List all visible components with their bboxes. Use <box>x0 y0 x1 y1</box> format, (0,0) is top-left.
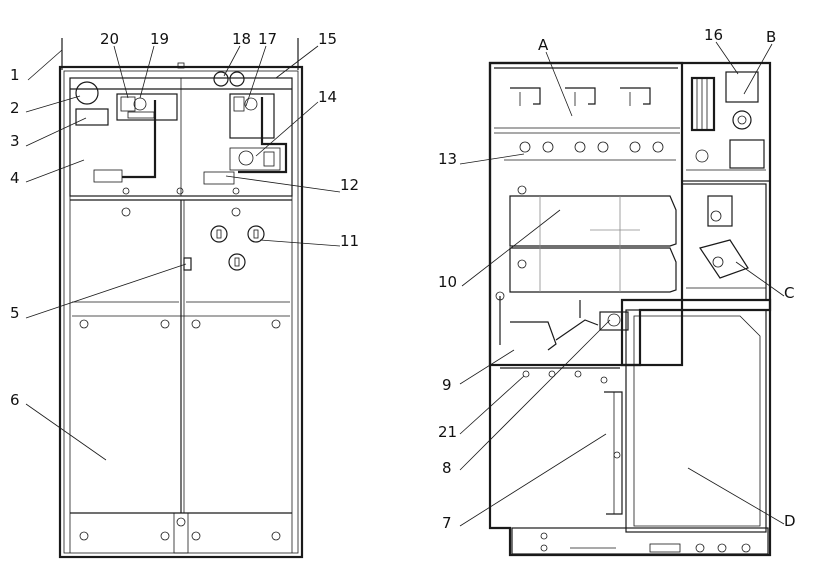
busbar-compartment <box>488 61 684 367</box>
earthing-linkage <box>495 291 599 351</box>
label-10: 10 <box>438 273 457 291</box>
label-A: A <box>538 36 549 54</box>
label-15: 15 <box>318 30 337 48</box>
label-17: 17 <box>258 30 277 48</box>
label-5: 5 <box>10 304 20 322</box>
label-4: 4 <box>10 169 20 187</box>
callout-labels: 1 2 3 4 5 6 20 19 18 17 15 14 12 11 13 1… <box>10 26 796 532</box>
label-6: 6 <box>10 391 20 409</box>
label-D: D <box>784 512 796 530</box>
label-13: 13 <box>438 150 457 168</box>
base-plate <box>511 527 769 555</box>
front-view <box>58 38 304 559</box>
control-box-right <box>229 93 275 139</box>
meter-17 <box>229 71 245 87</box>
operating-hole-1 <box>210 225 228 243</box>
label-2: 2 <box>10 99 20 117</box>
contact-arm <box>681 183 767 301</box>
door-handle <box>183 257 192 271</box>
label-20: 20 <box>100 30 119 48</box>
label-7: 7 <box>442 514 452 532</box>
label-14: 14 <box>318 88 337 106</box>
label-3: 3 <box>10 132 20 150</box>
operating-hole-3 <box>228 253 246 271</box>
cable-compartment <box>625 309 767 533</box>
label-B: B <box>766 28 776 46</box>
label-21: 21 <box>438 423 457 441</box>
label-11: 11 <box>340 232 359 250</box>
nameplate <box>75 108 109 126</box>
front-cabinet-frame <box>58 65 304 559</box>
meter-18 <box>213 71 229 87</box>
label-12: 12 <box>340 176 359 194</box>
indicator-lamp <box>75 81 99 105</box>
circuit-breaker-mechanism <box>681 62 771 182</box>
label-19: 19 <box>150 30 169 48</box>
busbars <box>494 87 680 161</box>
label-1: 1 <box>10 66 20 84</box>
operating-hole-2 <box>247 225 265 243</box>
side-view <box>488 61 772 557</box>
label-18: 18 <box>232 30 251 48</box>
label-16: 16 <box>704 26 723 44</box>
label-C: C <box>784 284 794 302</box>
current-transformers <box>509 185 677 293</box>
control-box-left <box>116 93 178 121</box>
leader-lines <box>25 41 785 527</box>
label-9: 9 <box>442 376 452 394</box>
label-8: 8 <box>442 459 452 477</box>
